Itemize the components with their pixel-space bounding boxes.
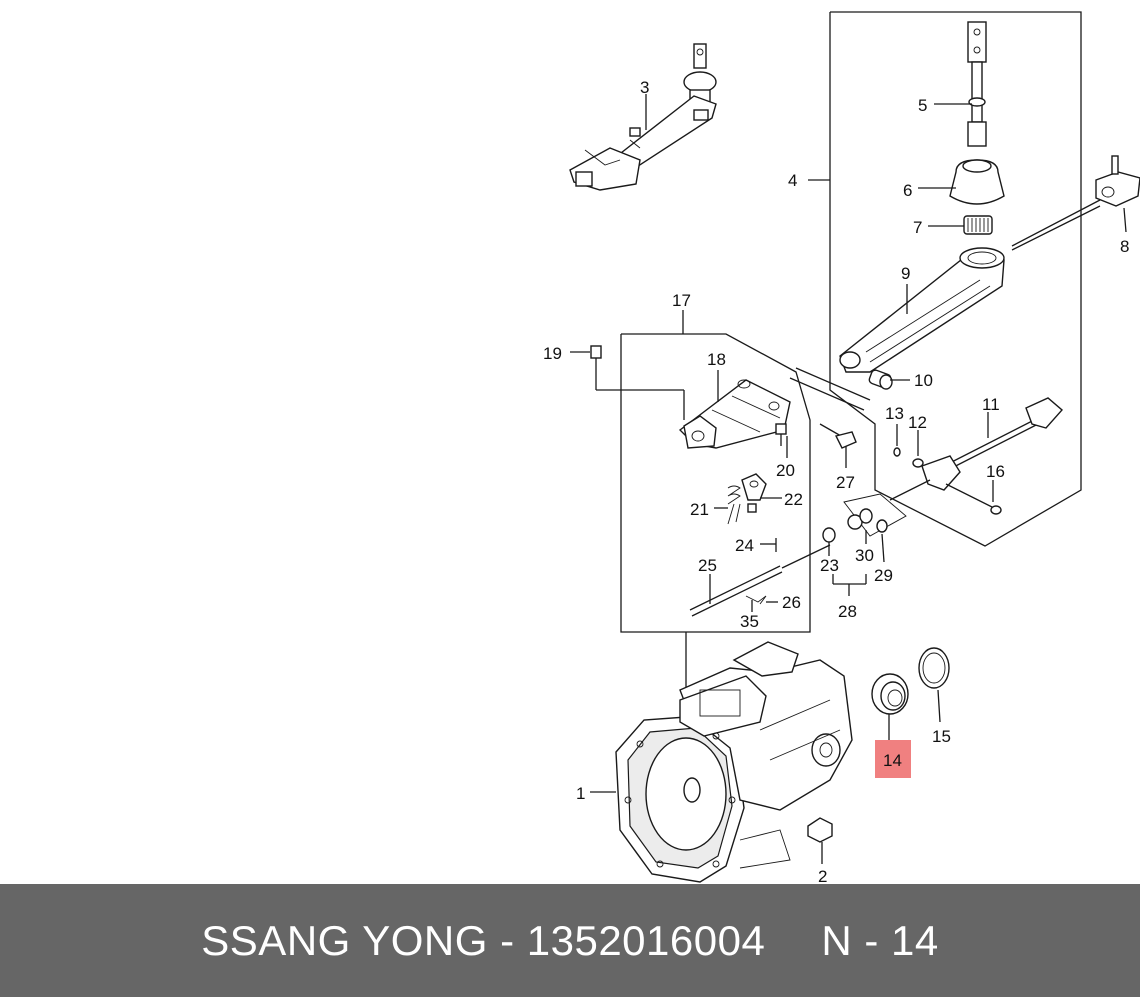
part-16-pin [945, 483, 1002, 515]
callout-13: 13 [885, 404, 904, 423]
part-1-transmission-case [590, 632, 853, 883]
part-8-cable-end [1011, 155, 1140, 251]
exploded-parts-diagram: 1 2 3 4 5 6 7 8 9 10 11 12 13 14 15 16 1… [543, 11, 1140, 884]
part-11-shift-rod [889, 397, 1063, 501]
callout-1: 1 [576, 784, 585, 803]
callout-2: 2 [818, 867, 827, 884]
callout-27: 27 [836, 473, 855, 492]
callout-14: 14 [883, 751, 902, 770]
callout-8: 8 [1120, 237, 1129, 256]
part-5-shift-shaft [967, 21, 987, 147]
callout-16: 16 [986, 462, 1005, 481]
callout-20: 20 [776, 461, 795, 480]
highlight-part-14 [875, 740, 911, 778]
callout-21: 21 [690, 500, 709, 519]
part-20-bolt [775, 423, 787, 446]
callout-6: 6 [903, 181, 912, 200]
part-7-bearing [963, 215, 993, 235]
footer-banner: SSANG YONG - 1352016004 N - 14 [0, 884, 1140, 997]
callout-23: 23 [820, 556, 839, 575]
callout-28: 28 [838, 602, 857, 621]
part-27-link [789, 367, 871, 449]
callout-22: 22 [784, 490, 803, 509]
callout-26: 26 [782, 593, 801, 612]
part-28-bracket-group [832, 493, 907, 596]
part-22-select-lever [741, 473, 767, 513]
part-14-oil-seal [871, 673, 909, 740]
brand-part-number: SSANG YONG - 1352016004 [201, 916, 766, 964]
part-25-shaft [689, 544, 831, 617]
callout-24: 24 [735, 536, 754, 555]
part-12-ring [912, 458, 924, 468]
callout-5: 5 [918, 96, 927, 115]
callout-3: 3 [640, 78, 649, 97]
callout-12: 12 [908, 413, 927, 432]
callout-labels: 1 2 3 4 5 6 7 8 9 10 11 12 13 14 15 16 1… [543, 78, 1129, 884]
callout-30: 30 [855, 546, 874, 565]
callout-19: 19 [543, 344, 562, 363]
part-6-boot [949, 159, 1005, 205]
part-23-o-ring [822, 527, 836, 543]
part-3-shift-lever-assembly [569, 43, 717, 191]
group-17-outline [620, 333, 811, 633]
group-4-outline [829, 11, 1082, 547]
part-15-gasket [918, 647, 950, 723]
part-19-bolt [590, 345, 685, 420]
callout-29: 29 [874, 566, 893, 585]
part-30-bushing [847, 508, 873, 544]
callout-35: 35 [740, 612, 759, 631]
part-21-spring [727, 485, 741, 525]
callout-4: 4 [788, 171, 797, 190]
part-9-lever-arm [839, 247, 1005, 373]
callout-25: 25 [698, 556, 717, 575]
callout-15: 15 [932, 727, 951, 746]
part-2-bolt [807, 817, 833, 864]
callout-7: 7 [913, 218, 922, 237]
callout-18: 18 [707, 350, 726, 369]
callout-10: 10 [914, 371, 933, 390]
part-18-cover [678, 379, 791, 449]
item-reference: N - 14 [821, 916, 939, 964]
callout-9: 9 [901, 264, 910, 283]
part-13-clip [893, 447, 901, 457]
part-10-bushing [868, 369, 893, 390]
leader-lines [570, 94, 1127, 612]
part-26-clip [745, 595, 767, 605]
callout-11: 11 [982, 395, 1000, 414]
part-29-nut [876, 519, 888, 563]
callout-17: 17 [672, 291, 691, 310]
